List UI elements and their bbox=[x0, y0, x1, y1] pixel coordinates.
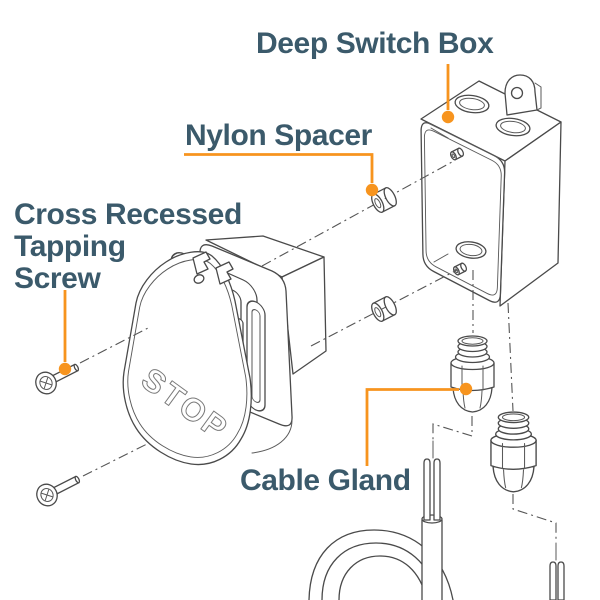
box-bottom-conduit-hole-inner bbox=[459, 243, 483, 257]
center-line-cable-1 bbox=[432, 416, 473, 441]
plate-thickness-edge bbox=[251, 419, 293, 454]
hinge-hook-2 bbox=[215, 261, 234, 285]
gland-facet-lines bbox=[461, 365, 484, 409]
tapping-screw-2-drawing bbox=[36, 475, 81, 507]
box-bottom-conduit-hole bbox=[455, 241, 487, 259]
callout-dot-tapping-screw bbox=[58, 362, 72, 376]
box-mounting-lug bbox=[504, 74, 538, 116]
gland-dome bbox=[452, 387, 493, 413]
cable2-conductor-1 bbox=[549, 561, 557, 600]
switch-backbox-side bbox=[281, 256, 327, 375]
box-right-face bbox=[499, 121, 562, 307]
box-top-hole-1-inner bbox=[459, 97, 485, 111]
center-line-spacer-2 bbox=[310, 269, 458, 347]
hinge-pin bbox=[193, 274, 205, 284]
gland-bore bbox=[461, 337, 484, 345]
cable-sheath-fill bbox=[422, 519, 442, 600]
cables-drawing bbox=[308, 440, 565, 600]
box-top-hole-1 bbox=[454, 94, 490, 114]
center-line-screw-2 bbox=[82, 442, 150, 477]
label-cable-gland: Cable Gland bbox=[240, 464, 411, 497]
leader-nylon-spacer bbox=[184, 153, 374, 183]
box-depth-lines bbox=[430, 127, 449, 263]
stop-cover-flap bbox=[122, 251, 252, 466]
center-line-gland-2 bbox=[507, 302, 514, 412]
cable1-conductor-1 bbox=[423, 458, 431, 521]
cover-latch-arm-inner bbox=[251, 309, 261, 403]
deep-switch-box-drawing bbox=[420, 74, 562, 307]
callout-leaders bbox=[58, 64, 473, 466]
box-lower-screw-boss bbox=[452, 262, 468, 276]
center-line-screw-1 bbox=[79, 326, 151, 364]
center-line-cable-2 bbox=[512, 494, 557, 541]
box-top-hole-2-inner bbox=[500, 120, 526, 134]
cable-sheath-edges bbox=[421, 519, 443, 600]
callout-dot-cable-gland bbox=[459, 382, 473, 396]
cable2-conductor-2 bbox=[557, 561, 565, 600]
nylon-spacer-2-drawing bbox=[371, 296, 397, 322]
callout-dot-nylon-spacer bbox=[365, 183, 379, 197]
box-top-hole-2 bbox=[495, 117, 531, 137]
cable1-conductor-2 bbox=[433, 458, 441, 521]
assembly-center-lines bbox=[79, 161, 557, 541]
hinge-hook-1 bbox=[192, 251, 211, 275]
box-upper-screw-boss bbox=[449, 147, 465, 161]
box-top-front-edge bbox=[427, 122, 500, 159]
stop-cover-inner-line bbox=[127, 259, 248, 458]
leader-cable-gland bbox=[365, 388, 459, 466]
box-inner-rim bbox=[423, 129, 502, 296]
box-mounting-lug-hole bbox=[510, 86, 524, 100]
callout-dot-deep-switch-box bbox=[441, 110, 455, 124]
tapping-screw-1-drawing bbox=[35, 363, 80, 395]
cable-gland-1-drawing bbox=[450, 335, 495, 413]
cable-gland-2-drawing bbox=[490, 411, 537, 493]
switch-assembly-drawing: START STOP bbox=[122, 235, 327, 466]
label-nylon-spacer: Nylon Spacer bbox=[185, 119, 372, 152]
center-line-spacer-1 bbox=[261, 161, 453, 267]
label-deep-switch-box: Deep Switch Box bbox=[256, 27, 494, 60]
box-mounting-lug-side bbox=[534, 82, 542, 111]
label-cross-recessed-tapping-screw: Cross Recessed Tapping Screw bbox=[14, 198, 242, 295]
cable-loop-inner bbox=[338, 555, 428, 600]
